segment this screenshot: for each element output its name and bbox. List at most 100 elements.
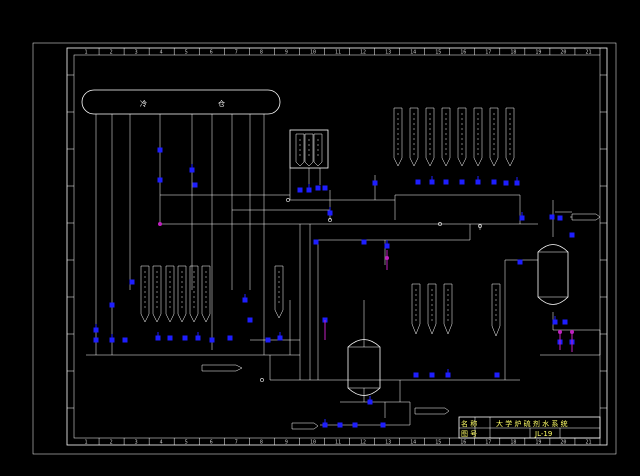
grid-number-top: 21 xyxy=(585,50,591,56)
grid-number-top: 14 xyxy=(410,50,416,56)
grid-number-top: 2 xyxy=(110,50,113,56)
valve-icon xyxy=(192,182,198,188)
border-grid-numbers: 1122334455667788991010111112121313141415… xyxy=(85,50,592,446)
probe-column xyxy=(473,107,483,167)
probe-column xyxy=(489,107,499,167)
probe-column xyxy=(295,133,305,167)
grid-number-bottom: 19 xyxy=(535,440,541,446)
title-number-label: 图 号 xyxy=(461,430,477,438)
probe-column xyxy=(427,283,437,335)
grid-number-bottom: 1 xyxy=(85,440,88,446)
probe-column xyxy=(201,265,211,323)
grid-number-top: 19 xyxy=(535,50,541,56)
valve-icon xyxy=(503,180,509,186)
probe-column xyxy=(165,265,175,323)
valve-icon xyxy=(306,187,312,193)
grid-number-top: 1 xyxy=(85,50,88,56)
probe-column xyxy=(505,107,515,167)
border-ticks xyxy=(67,48,607,445)
grid-number-bottom: 4 xyxy=(160,440,163,446)
valve-icon xyxy=(445,372,451,378)
probe-column xyxy=(177,265,187,323)
probe-column xyxy=(393,107,403,167)
probe-column xyxy=(152,265,162,323)
valve-icon xyxy=(322,185,328,191)
valve-icon xyxy=(157,177,163,183)
valve-icon xyxy=(209,337,215,343)
drawing-border xyxy=(73,54,601,439)
pipe-node-icon xyxy=(286,198,290,202)
grid-number-bottom: 8 xyxy=(260,440,263,446)
valve-icon xyxy=(475,179,481,185)
valve-icon xyxy=(413,372,419,378)
grid-number-top: 6 xyxy=(210,50,213,56)
grid-number-top: 20 xyxy=(560,50,566,56)
probe-column xyxy=(441,107,451,167)
pipe-node-icon xyxy=(328,218,332,222)
grid-number-bottom: 9 xyxy=(285,440,288,446)
valve-icon xyxy=(195,335,201,341)
valve-icon xyxy=(415,179,421,185)
grid-number-top: 18 xyxy=(510,50,516,56)
valve-icon xyxy=(189,167,195,173)
valve-icon xyxy=(494,372,500,378)
valve-icon xyxy=(549,214,555,220)
valve-icon xyxy=(517,259,523,265)
valve-icon xyxy=(322,422,328,428)
valve-icon xyxy=(167,335,173,341)
valve-icon xyxy=(227,335,233,341)
probe-column xyxy=(189,265,199,323)
grid-number-top: 16 xyxy=(460,50,466,56)
sampling-probes xyxy=(140,107,515,337)
grid-number-bottom: 13 xyxy=(385,440,391,446)
grid-number-top: 5 xyxy=(185,50,188,56)
valve-icon xyxy=(352,422,358,428)
valve-icon xyxy=(337,422,343,428)
pipe-network xyxy=(86,114,601,426)
instrument-marker-icon xyxy=(158,222,162,226)
valve-icon xyxy=(491,179,497,185)
valve-icon xyxy=(277,335,283,341)
grid-number-top: 9 xyxy=(285,50,288,56)
probe-column xyxy=(457,107,467,167)
arrow-boxes xyxy=(201,213,601,430)
valve-icon xyxy=(459,179,465,185)
grid-number-bottom: 14 xyxy=(410,440,416,446)
probe-column xyxy=(140,265,150,323)
valve-icon xyxy=(372,180,378,186)
grid-number-top: 8 xyxy=(260,50,263,56)
grid-number-bottom: 3 xyxy=(135,440,138,446)
valve-icon xyxy=(313,239,319,245)
probe-column xyxy=(425,107,435,167)
probe-column xyxy=(274,265,284,319)
valve-icon xyxy=(247,317,253,323)
dosing-box xyxy=(289,129,329,169)
valve-icon xyxy=(429,372,435,378)
vessel-right xyxy=(537,244,569,305)
valve-icon xyxy=(122,337,128,343)
grid-number-bottom: 11 xyxy=(335,440,341,446)
probe-column xyxy=(411,283,421,335)
storage-tank: 冷 仓 xyxy=(81,89,281,115)
valve-icon xyxy=(519,215,525,221)
inlet-arrow-left xyxy=(201,364,243,372)
pipe-node-icon xyxy=(478,224,482,228)
valve-icon xyxy=(109,302,115,308)
valve-icon xyxy=(569,232,575,238)
valve-icon xyxy=(129,279,135,285)
valve-icon xyxy=(367,399,373,405)
pipe-node-icon xyxy=(260,378,264,382)
valve-icon xyxy=(265,337,271,343)
grid-number-top: 10 xyxy=(310,50,316,56)
grid-number-bottom: 6 xyxy=(210,440,213,446)
valve-icon xyxy=(552,319,558,325)
valve-icon xyxy=(361,239,367,245)
valve-icon xyxy=(380,422,386,428)
grid-number-bottom: 5 xyxy=(185,440,188,446)
valve-icon xyxy=(443,179,449,185)
grid-number-bottom: 10 xyxy=(310,440,316,446)
outlet-arrow-right xyxy=(571,213,601,221)
valve-icon xyxy=(93,327,99,333)
grid-number-bottom: 20 xyxy=(560,440,566,446)
